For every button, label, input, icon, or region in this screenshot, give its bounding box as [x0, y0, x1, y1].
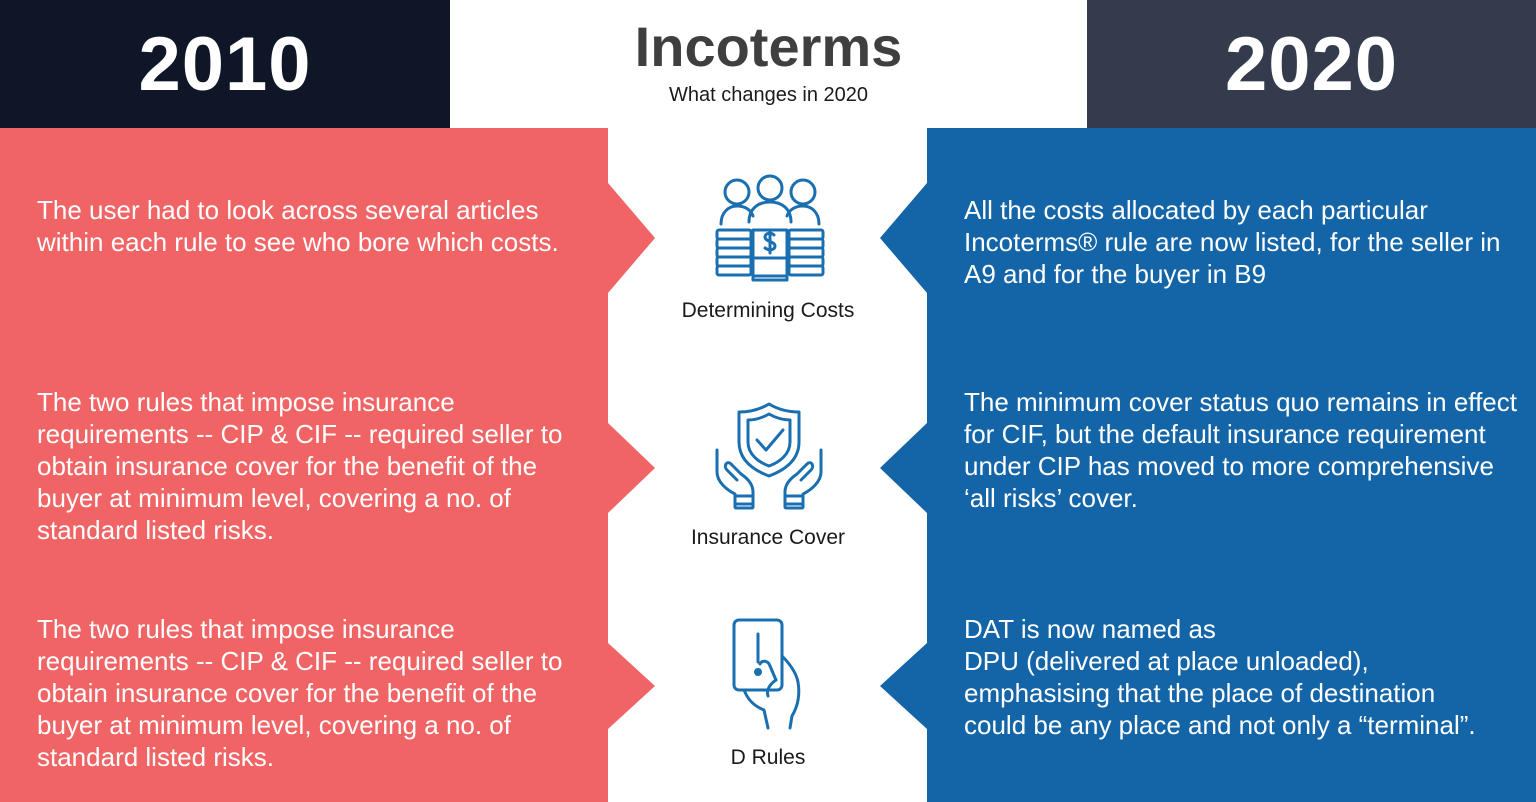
- right-text-row-3: DAT is now named as DPU (delivered at pl…: [964, 613, 1534, 741]
- header-right-2020: 2020: [1087, 0, 1536, 128]
- hand-card-alert-icon: [732, 618, 801, 730]
- page-subtitle: What changes in 2020: [668, 84, 869, 106]
- right-arrow-shape: [880, 353, 1536, 583]
- left-band-row-2: The two rules that impose insurance requ…: [0, 353, 660, 583]
- left-arrow-shape: [0, 353, 655, 583]
- left-arrow-shape: [0, 583, 655, 802]
- year-right: 2020: [1224, 21, 1399, 107]
- right-text-row-3-line-3: emphasising that the place of destinatio…: [964, 678, 1436, 708]
- right-band-row-2: The minimum cover status quo remains in …: [880, 353, 1536, 583]
- label-d-rules: D Rules: [730, 746, 806, 769]
- header-center: Incoterms What changes in 2020: [450, 0, 1087, 128]
- right-text-row-2: The minimum cover status quo remains in …: [964, 387, 1517, 513]
- right-text-row-3-line-4: could be any place and not only a “termi…: [964, 710, 1476, 740]
- shield-hands-icon: [715, 402, 823, 510]
- left-text-row-3: The two rules that impose insurance requ…: [37, 614, 563, 772]
- left-text-row-1: The user had to look across several arti…: [37, 195, 559, 257]
- left-band-row-3: The two rules that impose insurance requ…: [0, 583, 660, 802]
- label-determining-costs: Determining Costs: [681, 299, 855, 322]
- right-band-row-3: DAT is now named as DPU (delivered at pl…: [880, 583, 1536, 802]
- right-arrow-shape: [880, 128, 1536, 353]
- right-text-row-3-line-2: DPU (delivered at place unloaded),: [964, 646, 1369, 676]
- right-arrow-shape: [880, 583, 1536, 802]
- coins-people-icon: [715, 174, 825, 282]
- right-text-row-3-line-1: DAT is now named as: [964, 614, 1216, 644]
- right-band-row-1: All the costs allocated by each particul…: [880, 128, 1536, 353]
- year-left: 2010: [138, 21, 312, 107]
- left-band-row-1: The user had to look across several arti…: [0, 128, 660, 353]
- page-title: Incoterms: [634, 15, 903, 78]
- label-insurance-cover: Insurance Cover: [690, 526, 846, 549]
- header-left-2010: 2010: [0, 0, 450, 128]
- right-text-row-1: All the costs allocated by each particul…: [964, 195, 1501, 289]
- left-arrow-shape: [0, 128, 655, 353]
- left-text-row-2: The two rules that impose insurance requ…: [37, 387, 563, 545]
